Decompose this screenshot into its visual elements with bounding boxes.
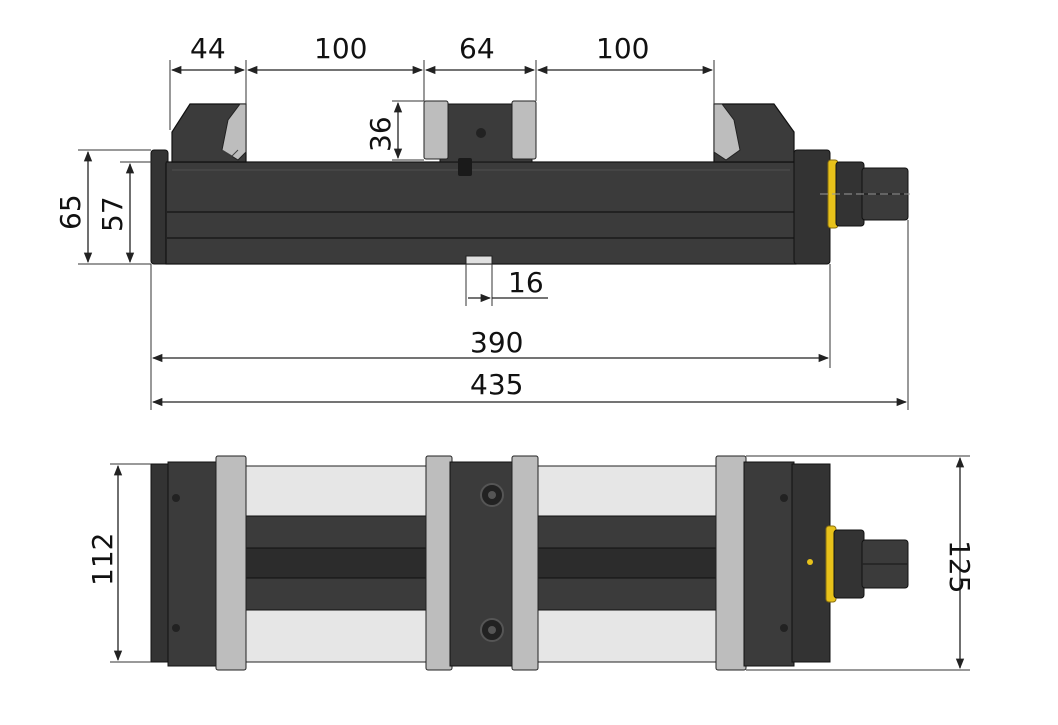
center-pin — [476, 128, 486, 138]
dim-112: 112 — [86, 533, 119, 586]
center-key — [458, 158, 472, 176]
dim-64: 64 — [459, 32, 495, 65]
dim-390: 390 — [470, 326, 523, 359]
center-jaw-right — [511, 100, 537, 160]
dim-16: 16 — [508, 266, 544, 299]
right-jaw-top — [743, 461, 795, 667]
bottom-slot — [465, 255, 493, 265]
side-view — [150, 100, 910, 265]
dim-100-right: 100 — [596, 32, 649, 65]
center-jaw-left-top — [425, 455, 453, 671]
dim-100-left: 100 — [314, 32, 367, 65]
left-jaw-top — [167, 461, 219, 667]
dim-125: 125 — [943, 540, 976, 593]
top-view-dimensions: 112 125 — [86, 455, 976, 671]
center-jaw-left — [423, 100, 449, 160]
right-jaw-insert-top — [715, 455, 747, 671]
center-jaw-right-top — [511, 455, 539, 671]
dim-36: 36 — [364, 116, 397, 152]
dim-65: 65 — [54, 194, 87, 230]
top-view — [150, 455, 909, 671]
dim-57: 57 — [96, 196, 129, 232]
right-end-housing — [793, 149, 831, 265]
spindle-collar-top — [833, 529, 865, 599]
side-view-dimensions: 44 100 64 100 36 65 57 16 390 435 — [54, 32, 909, 410]
dim-44: 44 — [190, 32, 226, 65]
right-jaw-insert — [713, 103, 741, 161]
left-jaw-insert-top — [215, 455, 247, 671]
dim-435: 435 — [470, 368, 523, 401]
